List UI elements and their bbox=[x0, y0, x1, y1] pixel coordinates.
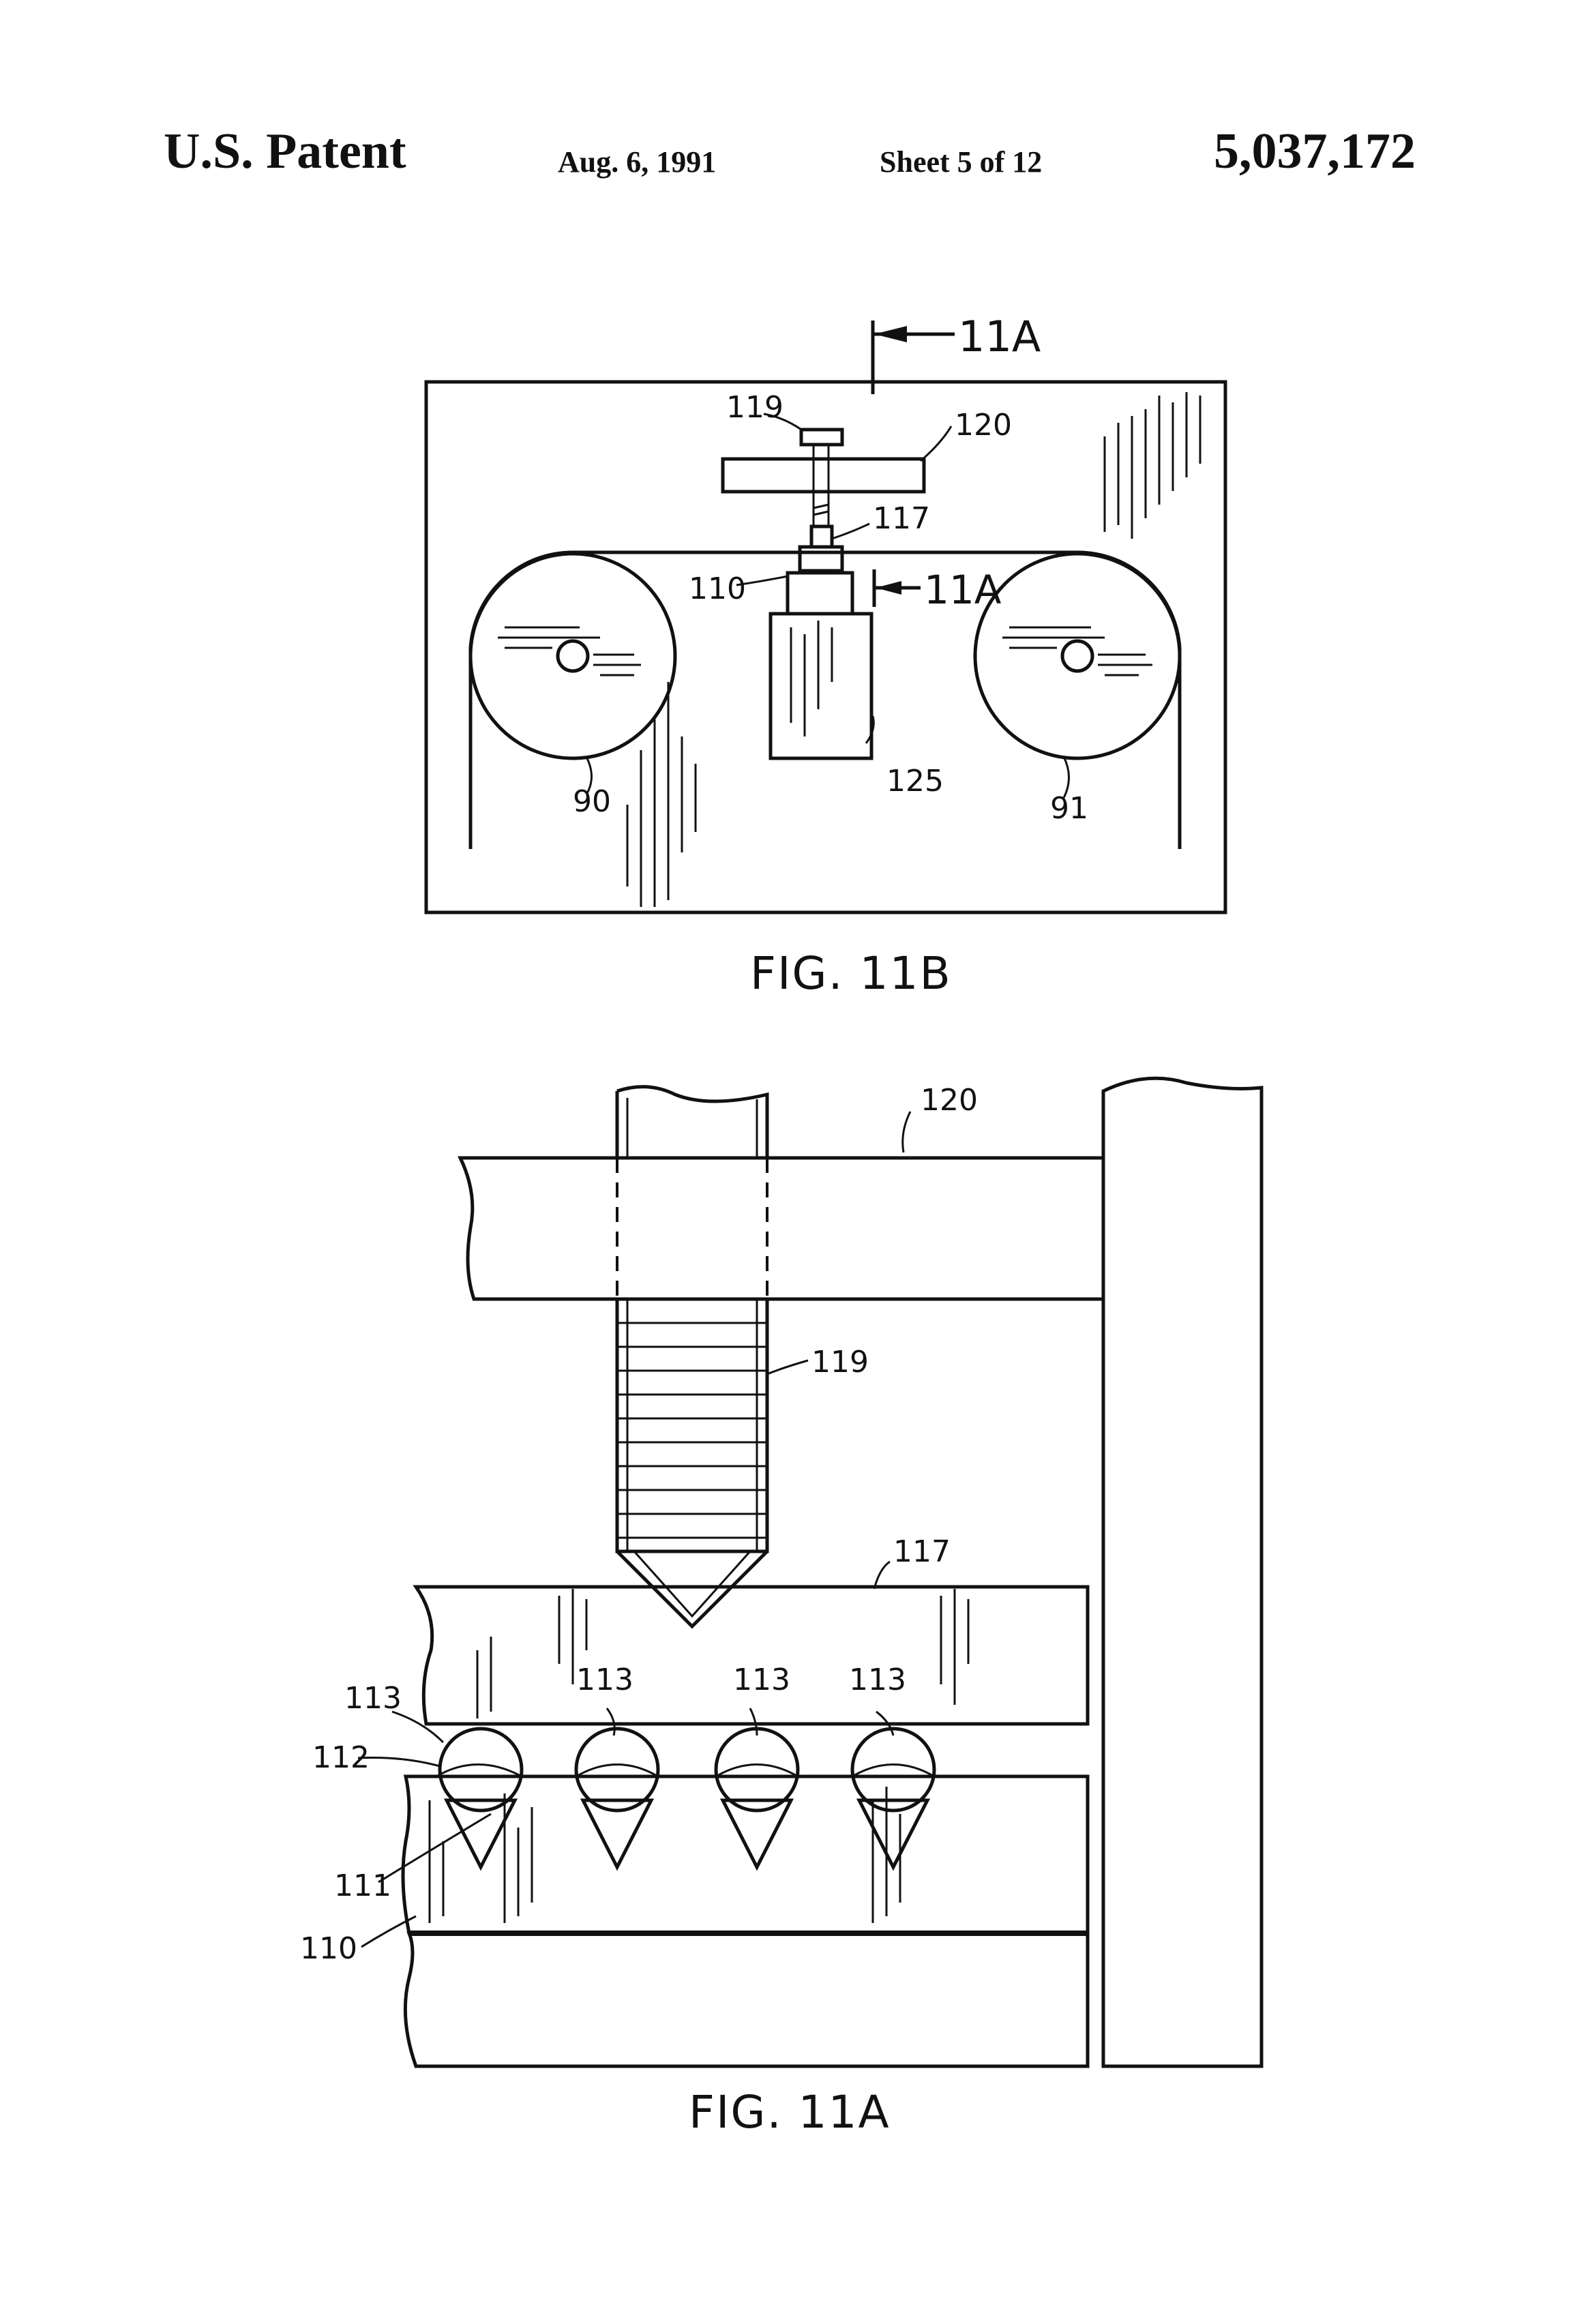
label-113-c: 113 bbox=[733, 1663, 790, 1697]
reel-91 bbox=[975, 554, 1180, 758]
label-117-top: 117 bbox=[873, 501, 930, 536]
block-117-section bbox=[416, 1587, 1088, 1724]
block-117 bbox=[811, 526, 832, 547]
figure-11a: 120 119 117 113 113 113 113 112 111 110 … bbox=[300, 1078, 1262, 2139]
particle-113-3 bbox=[716, 1729, 798, 1867]
plate-120-section bbox=[460, 1158, 1103, 1299]
label-113-a: 113 bbox=[344, 1681, 402, 1716]
particle-113-4 bbox=[852, 1729, 934, 1867]
label-125: 125 bbox=[886, 764, 944, 799]
section-label-top: 11A bbox=[958, 312, 1041, 361]
label-119: 119 bbox=[811, 1345, 869, 1380]
section-arrow-top bbox=[874, 326, 907, 342]
label-111: 111 bbox=[334, 1868, 391, 1903]
particle-row bbox=[436, 1729, 1088, 1867]
screw-119-section bbox=[617, 1087, 767, 1626]
side-wall bbox=[1103, 1078, 1262, 2066]
label-91: 91 bbox=[1050, 791, 1088, 826]
caption-fig-11b: FIG. 11B bbox=[750, 947, 952, 1000]
label-120: 120 bbox=[921, 1083, 978, 1118]
bond-layer-112 bbox=[436, 1765, 1088, 1777]
plate-120 bbox=[723, 459, 924, 492]
label-113-d: 113 bbox=[849, 1663, 906, 1697]
label-112: 112 bbox=[312, 1740, 370, 1775]
label-119-top: 119 bbox=[726, 390, 783, 425]
caption-fig-11a: FIG. 11A bbox=[689, 2086, 891, 2139]
label-120-top: 120 bbox=[955, 408, 1012, 443]
substrate-section bbox=[405, 1933, 1088, 2066]
label-90: 90 bbox=[573, 784, 611, 819]
label-113-b: 113 bbox=[576, 1663, 633, 1697]
screw-knob bbox=[801, 430, 842, 445]
label-110-top: 110 bbox=[689, 571, 746, 606]
particle-113-1 bbox=[440, 1729, 522, 1867]
figure-11b: 11A 11A bbox=[426, 312, 1225, 1000]
reel-90 bbox=[471, 554, 675, 758]
label-110: 110 bbox=[300, 1931, 357, 1966]
particle-113-2 bbox=[576, 1729, 658, 1867]
film-110-head bbox=[788, 573, 852, 614]
label-117: 117 bbox=[893, 1534, 951, 1569]
head-125 bbox=[771, 614, 871, 758]
